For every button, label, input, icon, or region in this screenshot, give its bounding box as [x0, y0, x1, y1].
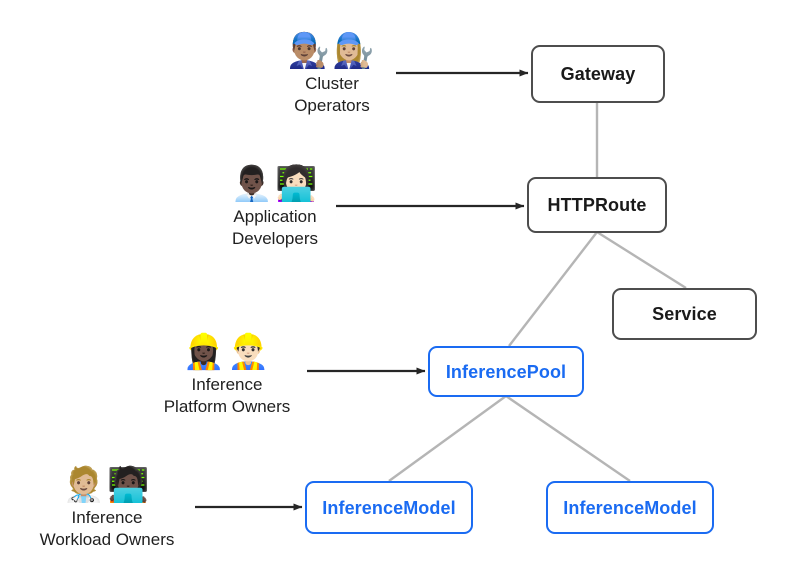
persona-arrows — [195, 69, 529, 511]
node-label-httproute: HTTPRoute — [547, 195, 647, 215]
health-worker-technologist-pair-emoji: 🧑🏼‍⚕️🧑🏿‍💻 — [62, 466, 152, 504]
persona-inference-workload-owners: 🧑🏼‍⚕️🧑🏿‍💻 Inference Workload Owners — [7, 464, 207, 551]
edge-httproute-service — [596, 230, 687, 290]
office-worker-technologist-pair-emoji: 👨🏿‍💼👩🏻‍💻 — [230, 165, 320, 203]
node-label-inferencemodel-left: InferenceModel — [322, 497, 456, 518]
persona-label-inference-platform-owners: Inference Platform Owners — [163, 375, 291, 416]
persona-label-cluster-operators: Cluster Operators — [294, 74, 370, 115]
persona-label-application-developers: Application Developers — [232, 207, 318, 248]
node-label-gateway: Gateway — [560, 64, 636, 84]
node-label-inferencepool: InferencePool — [445, 361, 567, 382]
node-gateway[interactable]: Gateway — [531, 45, 665, 103]
persona-label-inference-workload-owners: Inference Workload Owners — [39, 508, 175, 549]
node-service[interactable]: Service — [612, 288, 757, 340]
mechanic-pair-emoji: 👨🏽‍🔧👩🏼‍🔧 — [287, 32, 377, 70]
node-inferencemodel-right[interactable]: InferenceModel — [546, 481, 714, 534]
construction-worker-pair-emoji: 👷🏿‍♀️👷🏻‍♂️ — [182, 333, 272, 371]
persona-inference-platform-owners: 👷🏿‍♀️👷🏻‍♂️ Inference Platform Owners — [127, 331, 327, 418]
persona-cluster-operators: 👨🏽‍🔧👩🏼‍🔧 Cluster Operators — [232, 30, 432, 117]
edge-inferencepool-inferencemodel-right — [505, 395, 631, 482]
node-label-service: Service — [652, 304, 717, 324]
persona-application-developers: 👨🏿‍💼👩🏻‍💻 Application Developers — [175, 163, 375, 250]
node-inferencemodel-left[interactable]: InferenceModel — [305, 481, 473, 534]
edge-inferencepool-inferencemodel-left — [388, 395, 507, 482]
node-inferencepool[interactable]: InferencePool — [428, 346, 584, 397]
node-label-inferencemodel-right: InferenceModel — [563, 497, 697, 518]
edge-httproute-inferencepool — [508, 231, 598, 347]
node-httproute[interactable]: HTTPRoute — [527, 177, 667, 233]
